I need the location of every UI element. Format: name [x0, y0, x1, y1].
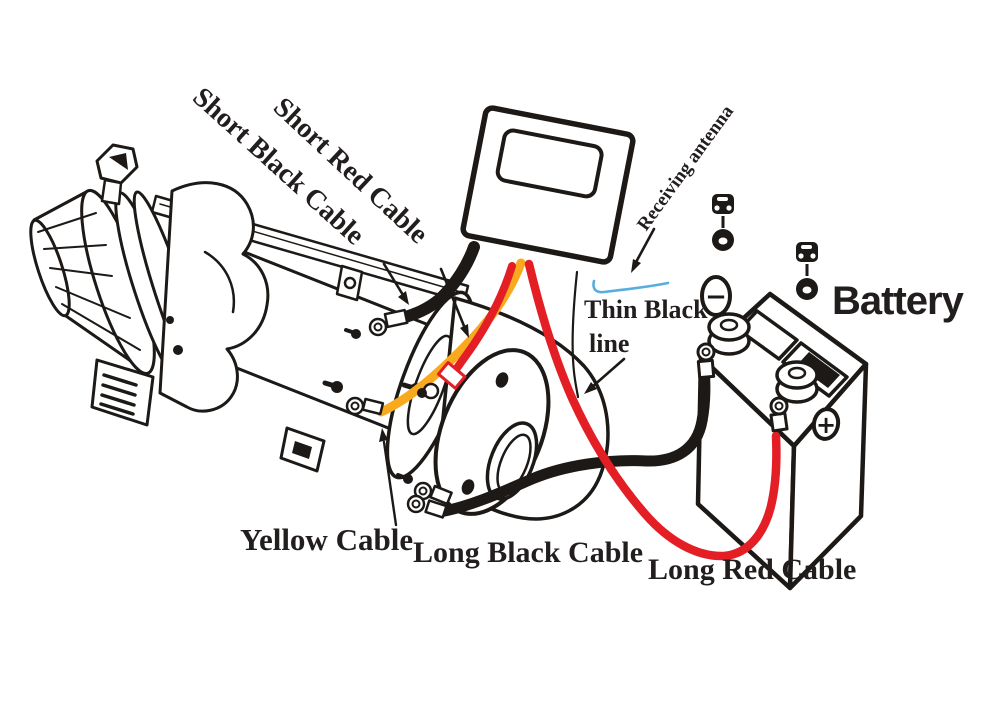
- minus-sign: −: [705, 282, 727, 312]
- long-red-cable-line: [524, 259, 781, 561]
- plus-sign: +: [816, 411, 836, 439]
- cable-lugs: [345, 308, 789, 519]
- short-black-cable-arrow: [382, 262, 409, 305]
- yellow-cable-label: Yellow Cable: [240, 522, 414, 557]
- long-black-cable-winch-lugs: [406, 481, 453, 519]
- washer-icon: [712, 229, 734, 251]
- thin-black-line-arrow: [584, 357, 626, 394]
- control-box-label-panel: [495, 128, 604, 199]
- plus-symbol: +: [811, 407, 841, 441]
- winch-motor-bracket: [158, 181, 270, 413]
- short-red-cable-arrow: [439, 267, 469, 338]
- receiving-antenna-arrow: [631, 227, 656, 273]
- thin-black-line-label-2: line: [589, 329, 630, 358]
- yellow-cable-arrow: [379, 428, 398, 527]
- pointer-arrows: [379, 227, 656, 527]
- battery-positive-lug: [769, 396, 789, 433]
- battery-positive-terminal: [775, 360, 819, 404]
- battery-label: Battery: [832, 279, 964, 323]
- long-black-cable-label: Long Black Cable: [413, 536, 644, 569]
- thin-black-line: [571, 270, 580, 399]
- short-black-cable-lug: [368, 308, 409, 337]
- long-red-cable-label: Long Red Cable: [648, 553, 857, 586]
- washer-icon: [796, 278, 818, 300]
- cables: [376, 241, 781, 561]
- long-black-cable-line: [434, 357, 711, 518]
- battery-drawing: +: [695, 291, 869, 591]
- antenna-line: [592, 279, 670, 294]
- battery-negative-terminal: [707, 312, 751, 356]
- nut-icon: [796, 242, 818, 262]
- battery-negative-lug: [696, 342, 716, 380]
- short-black-cable-line: [396, 241, 480, 324]
- control-box: [460, 105, 636, 265]
- short-red-cable-lug: [417, 361, 467, 400]
- hardware: −: [700, 194, 818, 317]
- winch-mounting-feet: [90, 358, 326, 473]
- nut-icon: [712, 194, 734, 214]
- short-red-cable-line: [451, 262, 516, 375]
- thin-black-line-label: Thin Black: [584, 295, 708, 324]
- winch-clutch-bracket: [95, 143, 139, 206]
- minus-symbol: −: [700, 275, 732, 317]
- yellow-cable-lug: [345, 396, 385, 416]
